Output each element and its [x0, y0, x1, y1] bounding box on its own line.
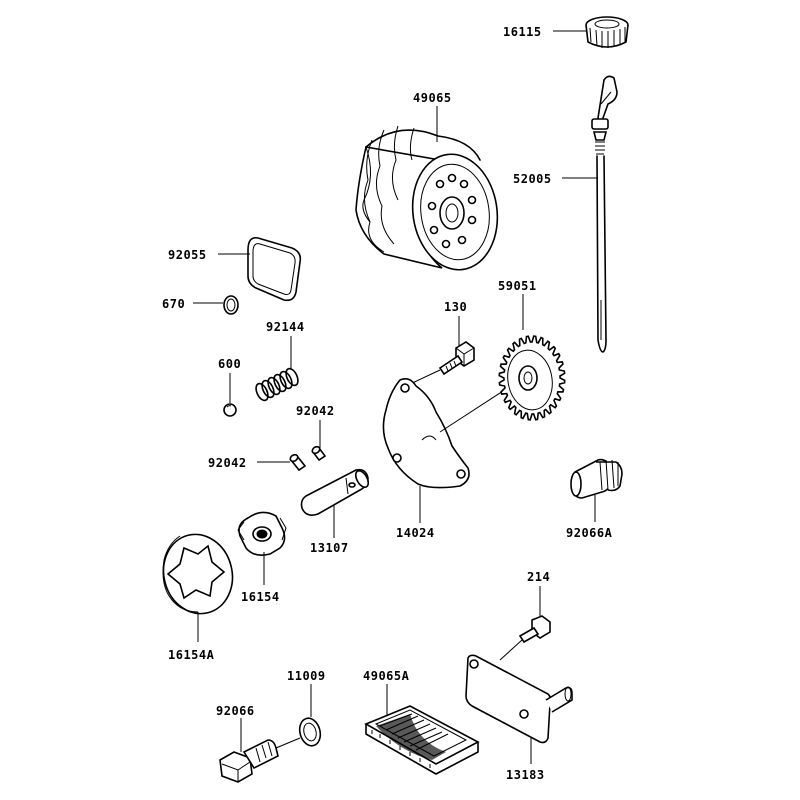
part-92042-pin-lower[interactable]	[289, 453, 307, 472]
label-49065[interactable]: 49065	[413, 91, 452, 105]
part-214-bolt[interactable]	[518, 615, 551, 644]
part-92042-pin-upper[interactable]	[311, 445, 327, 462]
label-92042-lower[interactable]: 92042	[208, 456, 247, 470]
part-92066-drain-bolt[interactable]	[219, 739, 279, 783]
label-600[interactable]: 600	[218, 357, 241, 371]
label-13183[interactable]: 13183	[506, 768, 545, 782]
label-92144[interactable]: 92144	[266, 320, 305, 334]
label-130[interactable]: 130	[444, 300, 467, 314]
label-13107[interactable]: 13107	[310, 541, 349, 555]
part-130-bolt[interactable]	[438, 341, 475, 376]
label-16154A[interactable]: 16154A	[168, 648, 215, 662]
label-214[interactable]: 214	[527, 570, 550, 584]
label-92066[interactable]: 92066	[216, 704, 255, 718]
part-92066A-plug[interactable]	[570, 458, 623, 499]
label-52005[interactable]: 52005	[513, 172, 552, 186]
part-600-ball[interactable]	[223, 403, 237, 417]
label-59051[interactable]: 59051	[498, 279, 537, 293]
part-49065-oil-filter[interactable]	[355, 125, 505, 275]
part-49065A-oil-screen[interactable]	[364, 705, 480, 775]
part-52005-dipstick[interactable]	[591, 75, 618, 353]
part-11009-washer[interactable]	[297, 716, 324, 748]
label-11009[interactable]: 11009	[287, 669, 326, 683]
part-13183-plate[interactable]	[465, 654, 573, 744]
label-16115[interactable]: 16115	[503, 25, 542, 39]
part-59051-gear[interactable]	[498, 335, 566, 421]
part-13107-shaft[interactable]	[300, 468, 371, 516]
part-670-o-ring[interactable]	[223, 295, 239, 315]
label-49065A[interactable]: 49065A	[363, 669, 410, 683]
leader-92066-line	[275, 737, 301, 749]
leader-214-line	[499, 639, 523, 661]
label-670[interactable]: 670	[162, 297, 185, 311]
part-16154-inner-rotor[interactable]	[237, 511, 287, 556]
part-14024-pump-cover[interactable]	[382, 378, 470, 489]
part-92144-spring[interactable]	[254, 367, 301, 403]
label-16154[interactable]: 16154	[241, 590, 280, 604]
part-92055-gasket[interactable]	[247, 236, 302, 302]
label-92066A[interactable]: 92066A	[566, 526, 613, 540]
label-14024[interactable]: 14024	[396, 526, 435, 540]
part-16115-filler-cap[interactable]	[585, 16, 629, 48]
part-16154A-outer-rotor[interactable]	[155, 527, 241, 622]
label-92055[interactable]: 92055	[168, 248, 207, 262]
label-92042-upper[interactable]: 92042	[296, 404, 335, 418]
